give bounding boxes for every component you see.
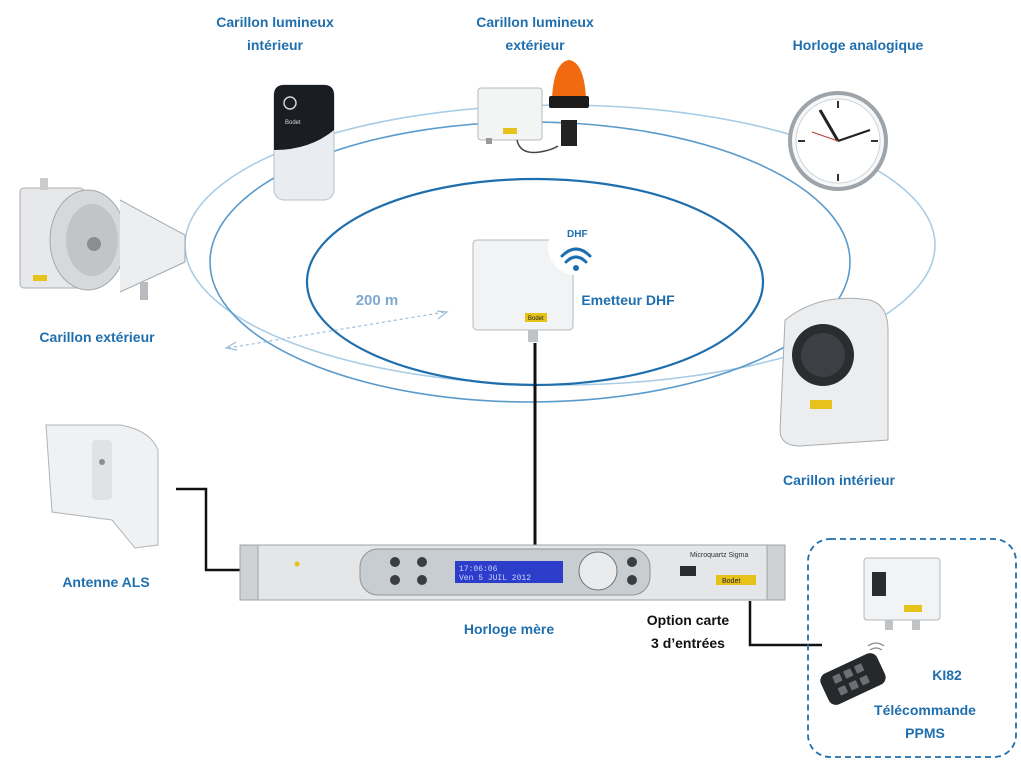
svg-text:17:06:06: 17:06:06 bbox=[459, 565, 498, 574]
telecommande-label: Télécommande PPMS bbox=[850, 699, 1000, 745]
carillon-exterieur-device bbox=[19, 178, 186, 300]
range-arrow-head-right bbox=[436, 310, 449, 320]
telecommande-label-line2: PPMS bbox=[905, 725, 945, 741]
option-carte-label: Option carte 3 d’entrées bbox=[628, 609, 748, 655]
carillon-lumineux-exterieur-label: Carillon lumineux extérieur bbox=[475, 11, 595, 57]
carillon-lumineux-exterieur-label-line2: extérieur bbox=[505, 37, 565, 53]
carillon-lumineux-exterieur-device bbox=[477, 60, 589, 154]
option-carte-label-line1: Option carte bbox=[646, 612, 730, 628]
ki82-label: KI82 bbox=[932, 667, 962, 683]
horloge-mere-device: 17:06:06 Ven 5 JUIL 2012 Microquartz Sig… bbox=[239, 544, 786, 601]
range-distance-label: 200 m bbox=[355, 292, 399, 309]
carillon-lumineux-exterieur-label-line1: Carillon lumineux bbox=[476, 14, 594, 30]
svg-text:DHF: DHF bbox=[567, 229, 588, 240]
telecommande-label-line1: Télécommande bbox=[874, 702, 976, 718]
carillon-lumineux-interieur-label: Carillon lumineux intérieur bbox=[215, 11, 335, 57]
emetteur-dhf-device: Bodet DHF bbox=[472, 219, 604, 342]
antenne-als-label: Antenne ALS bbox=[62, 574, 150, 590]
horloge-mere-label: Horloge mère bbox=[463, 621, 555, 637]
range-arrow bbox=[227, 311, 446, 349]
svg-text:Microquartz Sigma: Microquartz Sigma bbox=[690, 552, 748, 559]
ki82-device bbox=[863, 557, 941, 630]
range-arrow-head-left bbox=[224, 341, 238, 351]
emetteur-dhf-label: Emetteur DHF bbox=[581, 292, 675, 308]
svg-text:Bodet: Bodet bbox=[722, 578, 740, 585]
antenna-wire bbox=[176, 487, 240, 572]
telecommande-device bbox=[820, 642, 886, 705]
carillon-interieur-label: Carillon intérieur bbox=[782, 472, 896, 488]
carillon-interieur-device bbox=[779, 297, 889, 447]
carillon-lumineux-interieur-label-line2: intérieur bbox=[246, 37, 303, 53]
horloge-analogique-device bbox=[788, 91, 888, 191]
antenne-als-device bbox=[45, 424, 159, 549]
svg-text:Ven 5 JUIL 2012: Ven 5 JUIL 2012 bbox=[459, 574, 531, 583]
carillon-exterieur-label: Carillon extérieur bbox=[39, 329, 155, 345]
ki82-option-box bbox=[807, 538, 1017, 758]
svg-text:Bodet: Bodet bbox=[528, 316, 544, 322]
input-card-wire bbox=[748, 601, 822, 647]
carillon-lumineux-interieur-label-line1: Carillon lumineux bbox=[216, 14, 334, 30]
carillon-lumineux-interieur-device: Bodet bbox=[273, 84, 335, 201]
option-carte-label-line2: 3 d’entrées bbox=[651, 635, 725, 651]
svg-text:Bodet: Bodet bbox=[285, 120, 301, 126]
horloge-analogique-label: Horloge analogique bbox=[792, 37, 924, 53]
